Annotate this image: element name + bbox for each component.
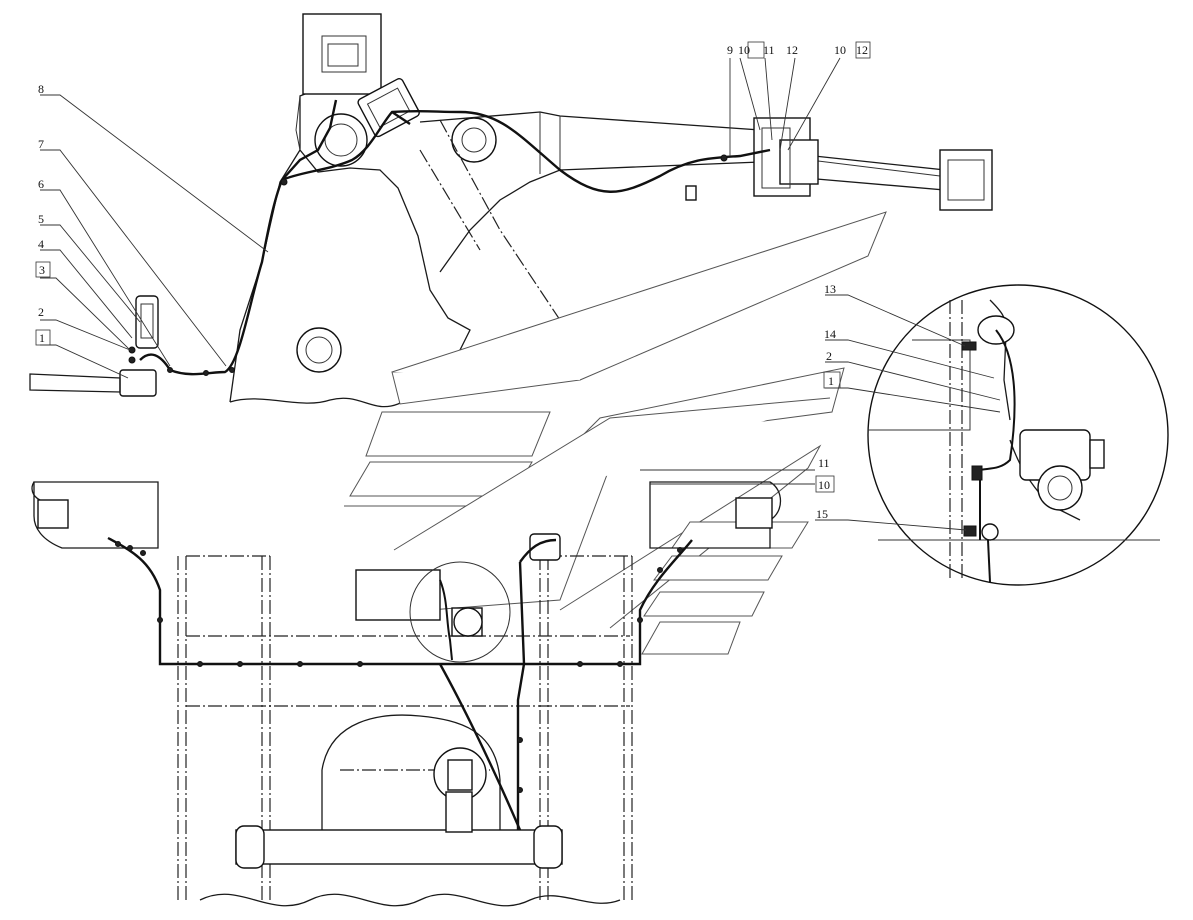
callout-2: 2 — [38, 305, 44, 319]
callout-detail-1: 1 — [828, 374, 834, 388]
callout-top-12b: 12 — [856, 43, 868, 57]
callout-4: 4 — [38, 237, 44, 251]
boom-side-view — [29, 13, 993, 408]
front-view — [31, 481, 782, 907]
callout-center-10: 10 — [818, 478, 830, 492]
callout-1: 1 — [39, 331, 45, 345]
callout-6: 6 — [38, 177, 44, 191]
callout-top-10: 10 — [738, 43, 750, 57]
callout-top-11: 11 — [763, 43, 775, 57]
callout-13: 13 — [824, 282, 836, 296]
detail-view — [867, 284, 1169, 586]
callout-14: 14 — [824, 327, 836, 341]
callout-top-9: 9 — [727, 43, 733, 57]
callout-detail-2: 2 — [826, 349, 832, 363]
callout-top-10b: 10 — [834, 43, 846, 57]
callout-5: 5 — [38, 212, 44, 226]
callout-top-12: 12 — [786, 43, 798, 57]
callout-8: 8 — [38, 82, 44, 96]
projection-wedges — [344, 211, 887, 655]
callout-15: 15 — [816, 507, 828, 521]
leader-lines — [35, 41, 1001, 531]
callout-center-11: 11 — [818, 456, 830, 470]
callout-7: 7 — [38, 137, 44, 151]
callout-3: 3 — [39, 263, 45, 277]
callout-labels: 8 7 6 5 4 3 2 1 9 10 11 12 10 12 13 14 2… — [38, 43, 868, 521]
